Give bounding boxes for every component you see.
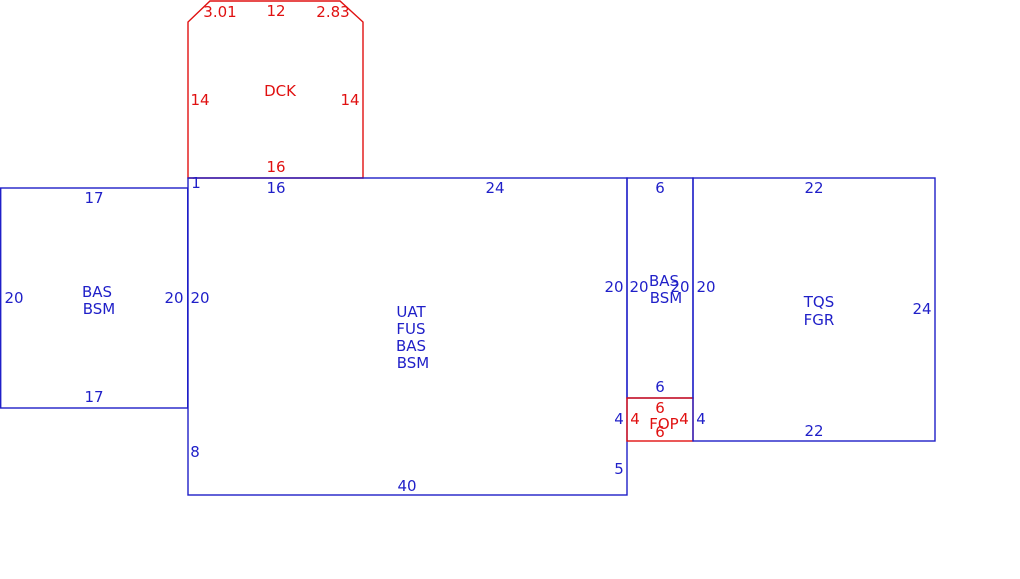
middle-room-dim-right: 20	[670, 278, 689, 296]
left-room-label-2: BSM	[83, 300, 116, 318]
main-room-label-2: FUS	[396, 320, 425, 338]
dck-dim-left: 14	[190, 91, 209, 109]
left-room-dim-top: 17	[84, 189, 103, 207]
middle-room-label-2: BSM	[650, 289, 683, 307]
right-room-dim-bottom: 22	[804, 422, 823, 440]
right-room-dim-top: 22	[804, 179, 823, 197]
main-room-dim-right: 20	[604, 278, 623, 296]
right-room-outline	[692, 177, 936, 442]
dck-dim-top-left: 3.01	[203, 3, 236, 21]
area-fop[interactable]: FOP 6 4 4 6	[626, 397, 694, 442]
middle-room-dim-left: 20	[629, 278, 648, 296]
dck-dim-top-right: 2.83	[316, 3, 349, 21]
main-room-dim-right-bottom: 5	[614, 460, 624, 478]
right-room-label-2: FGR	[804, 311, 835, 329]
main-room-dim-corner: 1	[191, 174, 201, 192]
area-left-room[interactable]: BAS BSM 17 20 20 17	[0, 187, 189, 409]
fop-dim-right: 4	[679, 410, 689, 428]
main-room-dim-bottom: 40	[397, 477, 416, 495]
fop-name: FOP	[649, 415, 678, 433]
dck-dim-right: 14	[340, 91, 359, 109]
right-room-dim-left-lower: 4	[696, 410, 706, 428]
main-room-label-4: BSM	[397, 354, 430, 372]
fop-dim-bottom: 6	[655, 423, 665, 441]
left-room-label-1: BAS	[82, 283, 112, 301]
main-room-dim-top: 24	[485, 179, 504, 197]
middle-room-dim-top: 6	[655, 179, 665, 197]
area-main-room[interactable]: UAT FUS BAS BSM 1 16 24 20 20 4 8 5 40	[187, 174, 628, 496]
main-room-dim-right-lower: 4	[614, 410, 624, 428]
main-room-label-3: BAS	[396, 337, 426, 355]
left-room-dim-right: 20	[164, 289, 183, 307]
dck-dim-top: 12	[266, 2, 285, 20]
dck-dim-bottom: 16	[266, 158, 285, 176]
main-room-dim-left-lower: 8	[190, 443, 200, 461]
area-dck[interactable]: DCK 3.01 12 2.83 14 14 16	[187, 0, 364, 179]
fop-dim-left: 4	[630, 410, 640, 428]
left-room-dim-left: 20	[4, 289, 23, 307]
area-right-room[interactable]: TQS FGR 22 20 24 4 22	[692, 177, 936, 442]
fop-dim-top: 6	[655, 399, 665, 417]
right-room-dim-left: 20	[696, 278, 715, 296]
main-room-label-1: UAT	[396, 303, 426, 321]
right-room-label-1: TQS	[803, 293, 835, 311]
middle-room-dim-bottom: 6	[655, 378, 665, 396]
left-room-dim-bottom: 17	[84, 388, 103, 406]
middle-room-label-1: BAS	[649, 272, 679, 290]
main-room-dim-top-left: 16	[266, 179, 285, 197]
right-room-dim-right: 24	[912, 300, 931, 318]
area-middle-room[interactable]: BAS BSM 6 20 20 6	[626, 177, 694, 399]
dck-name: DCK	[264, 82, 297, 100]
main-room-dim-left: 20	[190, 289, 209, 307]
